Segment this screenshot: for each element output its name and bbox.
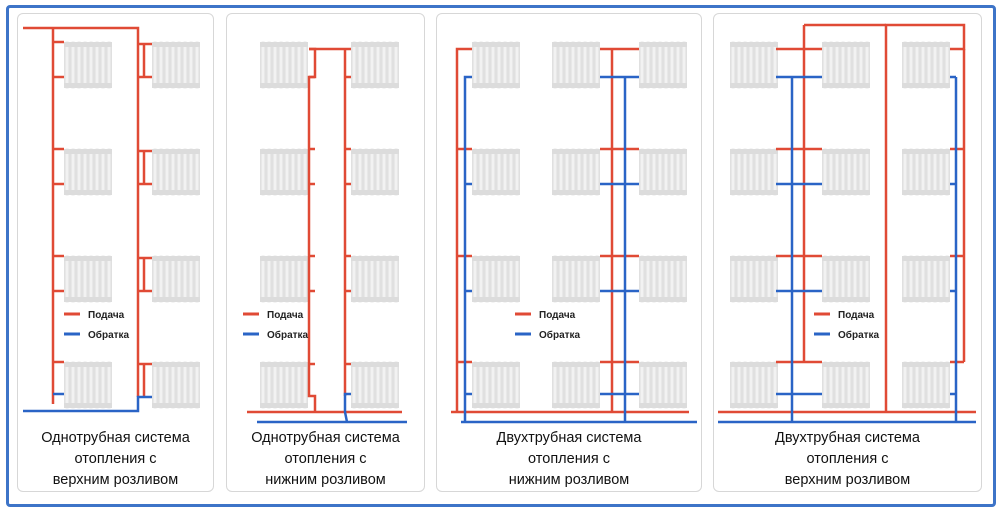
caption-line: отопления с bbox=[284, 451, 367, 467]
caption-line: отопления с bbox=[806, 451, 889, 467]
legend-supply-label: Подача bbox=[267, 310, 304, 321]
caption-line: нижним розливом bbox=[265, 472, 386, 488]
panel-caption: Двухтрубная система отопления с верхним … bbox=[714, 428, 981, 491]
legend-return-label: Обратка bbox=[539, 329, 581, 341]
radiators bbox=[730, 41, 950, 409]
radiator bbox=[260, 41, 308, 89]
radiator bbox=[552, 41, 600, 89]
radiator bbox=[639, 41, 687, 89]
radiator bbox=[822, 148, 870, 196]
radiators bbox=[472, 41, 687, 409]
panel-two-pipe-bottom: Подача Обратка Двухтрубная система отопл… bbox=[436, 13, 702, 492]
panel-two-pipe-top: Подача Обратка Двухтрубная система отопл… bbox=[713, 13, 982, 492]
radiator bbox=[260, 255, 308, 303]
radiator bbox=[639, 148, 687, 196]
panel-one-pipe-top: Подача Обратка Однотрубная система отопл… bbox=[17, 13, 214, 492]
caption-line: отопления с bbox=[74, 451, 157, 467]
radiator bbox=[64, 41, 112, 89]
radiator bbox=[639, 361, 687, 409]
return-pipes bbox=[23, 392, 152, 413]
radiator bbox=[260, 361, 308, 409]
radiator bbox=[64, 255, 112, 303]
radiator bbox=[902, 148, 950, 196]
legend-return-label: Обратка bbox=[838, 329, 880, 341]
radiator bbox=[730, 255, 778, 303]
caption-line: Однотрубная система bbox=[251, 430, 400, 446]
radiators bbox=[260, 41, 399, 409]
radiator bbox=[64, 148, 112, 196]
radiator bbox=[730, 41, 778, 89]
caption-line: верхним розливом bbox=[784, 472, 911, 488]
radiator bbox=[730, 361, 778, 409]
radiator bbox=[822, 255, 870, 303]
radiator bbox=[730, 148, 778, 196]
panel-3-schematic: Подача Обратка bbox=[451, 41, 697, 424]
panel-caption: Двухтрубная система отопления с нижним р… bbox=[437, 428, 701, 491]
legend-supply-label: Подача bbox=[539, 310, 576, 321]
legend: Подача Обратка bbox=[243, 310, 309, 341]
panel-caption: Однотрубная система отопления с нижним р… bbox=[227, 428, 424, 491]
radiator bbox=[902, 361, 950, 409]
panel-1-schematic: Подача Обратка bbox=[23, 26, 200, 413]
radiator bbox=[639, 255, 687, 303]
radiator bbox=[552, 255, 600, 303]
caption-line: Двухтрубная система bbox=[496, 430, 642, 446]
supply-pipes bbox=[23, 26, 152, 404]
radiator bbox=[552, 148, 600, 196]
caption-line: нижним розливом bbox=[508, 472, 630, 488]
legend: Подача Обратка bbox=[64, 310, 130, 341]
legend-return-label: Обратка bbox=[267, 329, 309, 341]
legend: Подача Обратка bbox=[515, 310, 581, 341]
return-pipes bbox=[257, 392, 407, 424]
radiators bbox=[64, 41, 200, 409]
supply-pipes bbox=[451, 47, 689, 414]
radiator bbox=[152, 361, 200, 409]
radiator bbox=[64, 361, 112, 409]
panel-2-schematic: Подача Обратка bbox=[243, 41, 407, 424]
supply-pipes bbox=[718, 23, 976, 414]
radiator bbox=[472, 361, 520, 409]
return-pipes bbox=[461, 75, 697, 424]
legend-supply-label: Подача bbox=[88, 310, 125, 321]
radiator bbox=[260, 148, 308, 196]
radiator bbox=[472, 148, 520, 196]
radiator bbox=[472, 255, 520, 303]
caption-line: Двухтрубная система bbox=[775, 430, 920, 446]
radiator bbox=[902, 41, 950, 89]
radiator bbox=[351, 41, 399, 89]
caption-line: отопления с bbox=[528, 451, 610, 467]
return-pipes bbox=[718, 75, 976, 424]
radiator bbox=[472, 41, 520, 89]
caption-line: верхним розливом bbox=[52, 472, 179, 488]
radiator bbox=[351, 255, 399, 303]
legend: Подача Обратка bbox=[814, 310, 880, 341]
supply-pipes bbox=[247, 47, 402, 414]
radiator bbox=[351, 148, 399, 196]
radiator bbox=[351, 361, 399, 409]
radiator bbox=[152, 148, 200, 196]
panel-caption: Однотрубная система отопления с верхним … bbox=[18, 428, 213, 491]
caption-line: Однотрубная система bbox=[41, 430, 190, 446]
panel-one-pipe-bottom: Подача Обратка Однотрубная система отопл… bbox=[226, 13, 425, 492]
radiator bbox=[822, 41, 870, 89]
panel-4-schematic: Подача Обратка bbox=[718, 23, 976, 424]
radiator bbox=[552, 361, 600, 409]
radiator bbox=[822, 361, 870, 409]
legend-return-label: Обратка bbox=[88, 329, 130, 341]
radiator bbox=[902, 255, 950, 303]
radiator bbox=[152, 41, 200, 89]
radiator bbox=[152, 255, 200, 303]
legend-supply-label: Подача bbox=[838, 310, 875, 321]
